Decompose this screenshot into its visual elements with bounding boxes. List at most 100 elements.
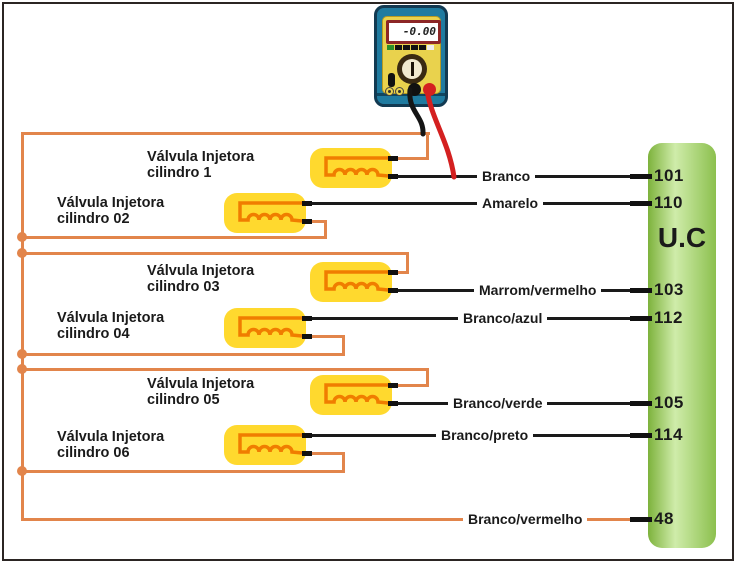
pin-stub	[630, 315, 652, 321]
pin-stub	[630, 400, 652, 406]
junction-dot	[17, 248, 27, 258]
red-probe-plug	[423, 83, 436, 96]
pin-stub	[630, 516, 652, 522]
injector-cylinder-2	[224, 193, 314, 233]
multimeter-buttons	[387, 45, 434, 50]
injector6-out	[308, 451, 344, 455]
multimeter-jack	[395, 87, 404, 96]
battery-icon	[388, 73, 395, 87]
injector-terminal	[302, 219, 312, 224]
branch-injector3	[20, 251, 409, 255]
injector4-out	[308, 334, 344, 338]
injector-1-label: Válvula Injetora cilindro 1	[147, 149, 255, 181]
coil-icon	[324, 270, 389, 292]
junction-dot	[17, 466, 27, 476]
injector-label-line2: cilindro 03	[147, 278, 220, 295]
coil-icon	[324, 156, 389, 178]
coil-icon	[238, 433, 303, 455]
wire-label: Branco/verde	[448, 393, 548, 413]
injector-terminal	[302, 433, 312, 438]
injector-terminal	[388, 156, 398, 161]
branch-injector3-drop	[405, 251, 409, 274]
supply-top-drop	[426, 131, 429, 160]
multimeter-dial-face	[402, 59, 422, 79]
injector-cylinder-6	[224, 425, 314, 465]
branch-injector5	[20, 367, 429, 371]
injector-label-line1: Válvula Injetora	[57, 429, 165, 445]
multimeter-jack	[385, 87, 394, 96]
multimeter-button	[387, 45, 394, 50]
black-probe-plug	[408, 83, 421, 96]
injector-cylinder-4	[224, 308, 314, 348]
wire-label: Branco/azul	[458, 308, 548, 328]
pin-number: 101	[654, 166, 684, 185]
injector-label-line2: cilindro 1	[147, 164, 212, 181]
branch-injector6-riser	[341, 451, 345, 473]
injector-cylinder-5	[310, 375, 400, 415]
injector-6-label: Válvula Injetora cilindro 06	[57, 429, 165, 461]
supply-top-horizontal	[20, 131, 430, 135]
injector3-feed	[394, 270, 408, 274]
multimeter-button	[419, 45, 426, 50]
injector-terminal	[302, 201, 312, 206]
branch-injector4	[20, 352, 345, 356]
multimeter-rotary-dial	[397, 54, 427, 84]
branch-injector5-drop	[426, 367, 429, 387]
injector-label-line2: cilindro 05	[147, 391, 220, 408]
junction-dot	[17, 349, 27, 359]
wire-label: Branco/preto	[436, 425, 534, 445]
branch-injector2	[20, 235, 327, 239]
injector-label-line2: cilindro 04	[57, 325, 130, 342]
injector-2-label: Válvula Injetora cilindro 02	[57, 195, 165, 227]
injector-terminal	[388, 174, 398, 179]
injector-3-label: Válvula Injetora cilindro 03	[147, 263, 254, 295]
multimeter-button	[411, 45, 418, 50]
multimeter-display: -0.00	[386, 20, 441, 44]
wire-label: Marrom/vermelho	[474, 280, 602, 300]
injector-cylinder-3	[310, 262, 400, 302]
multimeter-button	[395, 45, 402, 50]
injector-terminal	[302, 334, 312, 339]
injector-terminal	[388, 288, 398, 293]
multimeter-button	[427, 45, 434, 50]
injector-terminal	[302, 451, 312, 456]
pin-stub	[630, 432, 652, 438]
coil-icon	[238, 201, 303, 223]
wire-branco-vermelho	[20, 517, 633, 521]
wire-label: Branco/vermelho	[463, 509, 588, 529]
injector-cylinder-1	[310, 148, 400, 188]
injector-label-line1: Válvula Injetora	[147, 376, 255, 392]
injector-5-label: Válvula Injetora cilindro 05	[147, 376, 255, 408]
pin-number: 110	[654, 193, 683, 212]
pin-stub	[630, 287, 652, 293]
pin-number: 48	[654, 509, 674, 528]
injector1-feed	[394, 156, 429, 160]
control-unit-label: U.C	[657, 222, 707, 253]
injector-label-line2: cilindro 06	[57, 444, 130, 461]
wire-label: Branco	[477, 166, 536, 186]
coil-icon	[238, 316, 303, 338]
pin-number: 103	[654, 280, 684, 299]
injector-label-line1: Válvula Injetora	[147, 149, 255, 165]
multimeter-panel: -0.00	[382, 16, 441, 96]
injector-label-line1: Válvula Injetora	[57, 195, 165, 211]
multimeter-button	[403, 45, 410, 50]
multimeter-dial-pointer	[410, 62, 414, 76]
injector2-out	[308, 219, 326, 223]
injector-terminal	[388, 401, 398, 406]
supply-bus-vertical	[20, 131, 24, 521]
coil-icon	[324, 383, 389, 405]
injector-label-line2: cilindro 02	[57, 210, 130, 227]
injector-label-line1: Válvula Injetora	[57, 310, 165, 326]
branch-injector6	[20, 469, 345, 473]
control-unit-block	[648, 143, 716, 548]
injector-4-label: Válvula Injetora cilindro 04	[57, 310, 165, 342]
injector-terminal	[388, 270, 398, 275]
branch-injector4-riser	[341, 334, 345, 356]
injector-terminal	[388, 383, 398, 388]
pin-number: 114	[654, 425, 683, 444]
injector5-feed	[394, 383, 429, 387]
junction-dot	[17, 232, 27, 242]
pin-number: 112	[654, 308, 683, 327]
